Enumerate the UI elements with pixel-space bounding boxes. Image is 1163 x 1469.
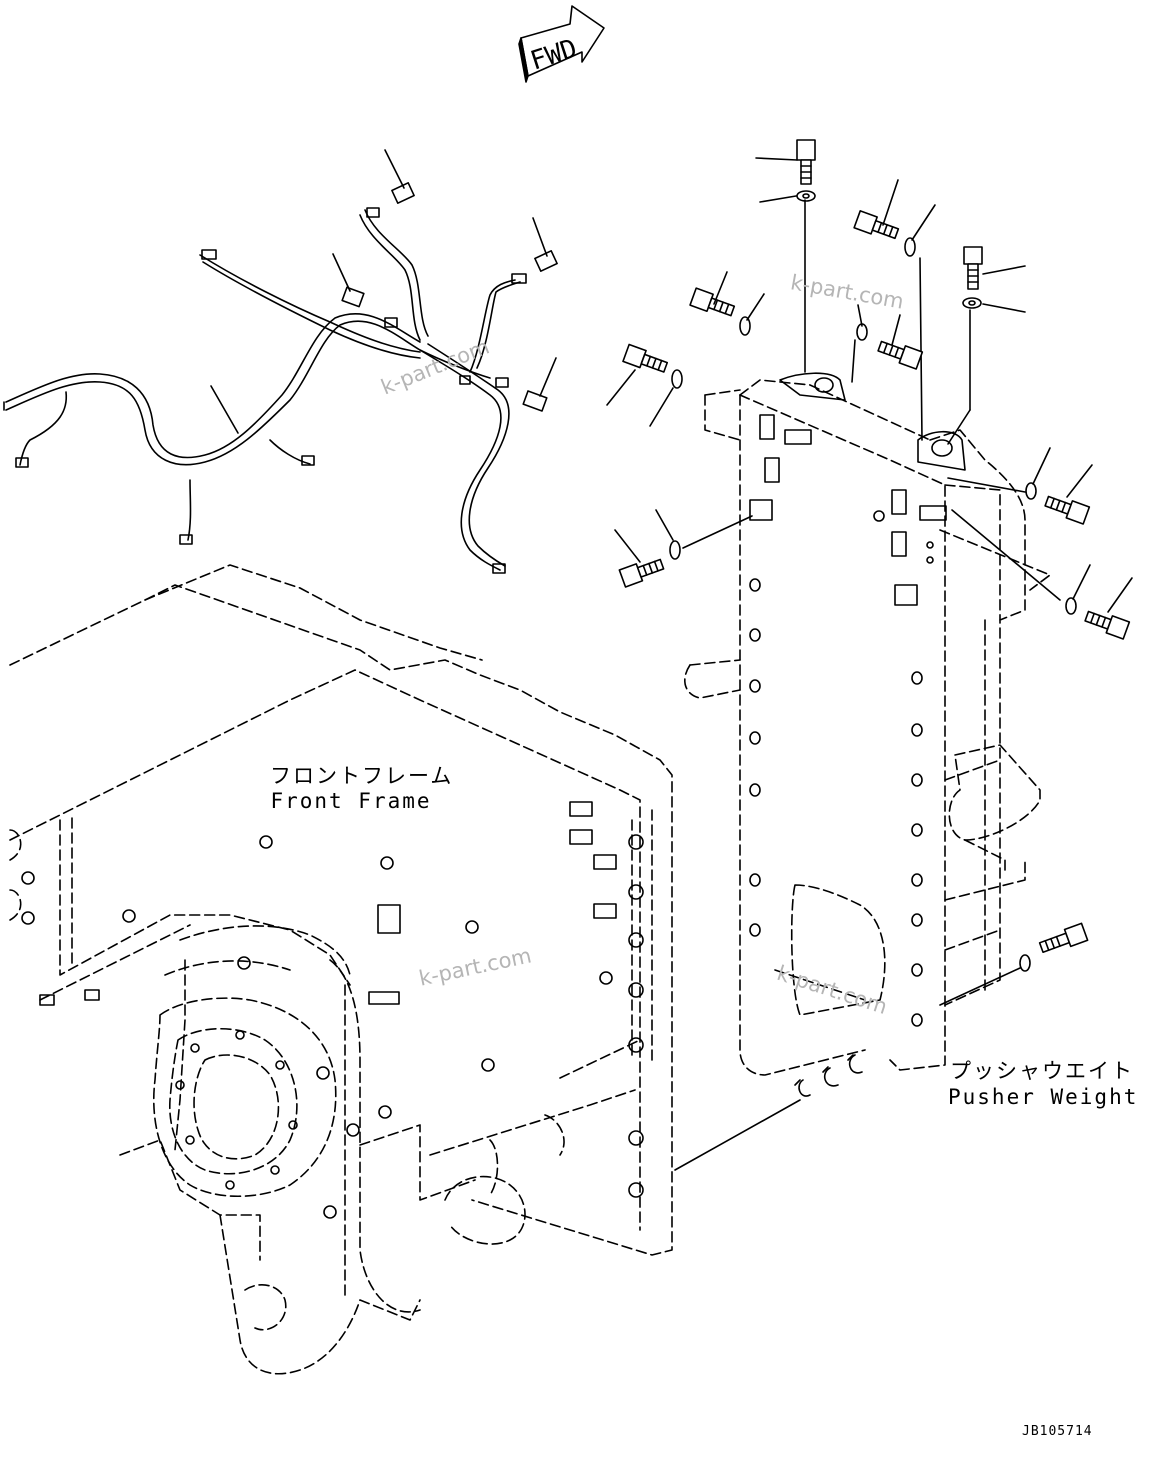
bolt-9 (1084, 610, 1131, 640)
bolt-2 (963, 246, 983, 290)
assembly-lines (674, 199, 1061, 1171)
fwd-arrow-icon: FWD (518, 5, 605, 83)
bolt-5 (622, 343, 669, 373)
bolt-8 (1044, 495, 1091, 525)
bolt-1 (796, 139, 816, 185)
bolt-10 (1038, 922, 1089, 954)
pusher-weight-label-en: Pusher Weight (948, 1085, 1139, 1109)
pusher-holes (749, 372, 966, 1097)
drawing-code: JB105714 (1022, 1424, 1093, 1439)
wiring-harness (3, 207, 527, 574)
bolt-4 (689, 287, 736, 317)
frame-bosses (21, 801, 644, 1219)
connectors (210, 149, 558, 434)
bolt-7 (877, 340, 924, 370)
front-frame-label-jp: フロントフレーム (270, 764, 454, 788)
bolt-3 (853, 210, 900, 240)
pusher-weight (684, 379, 1051, 1076)
front-frame (9, 564, 673, 1375)
bolt-6 (618, 558, 665, 588)
bolts (606, 139, 1133, 972)
front-frame-label-en: Front Frame (270, 789, 432, 813)
pusher-weight-label-jp: プッシャウエイト (950, 1059, 1134, 1083)
